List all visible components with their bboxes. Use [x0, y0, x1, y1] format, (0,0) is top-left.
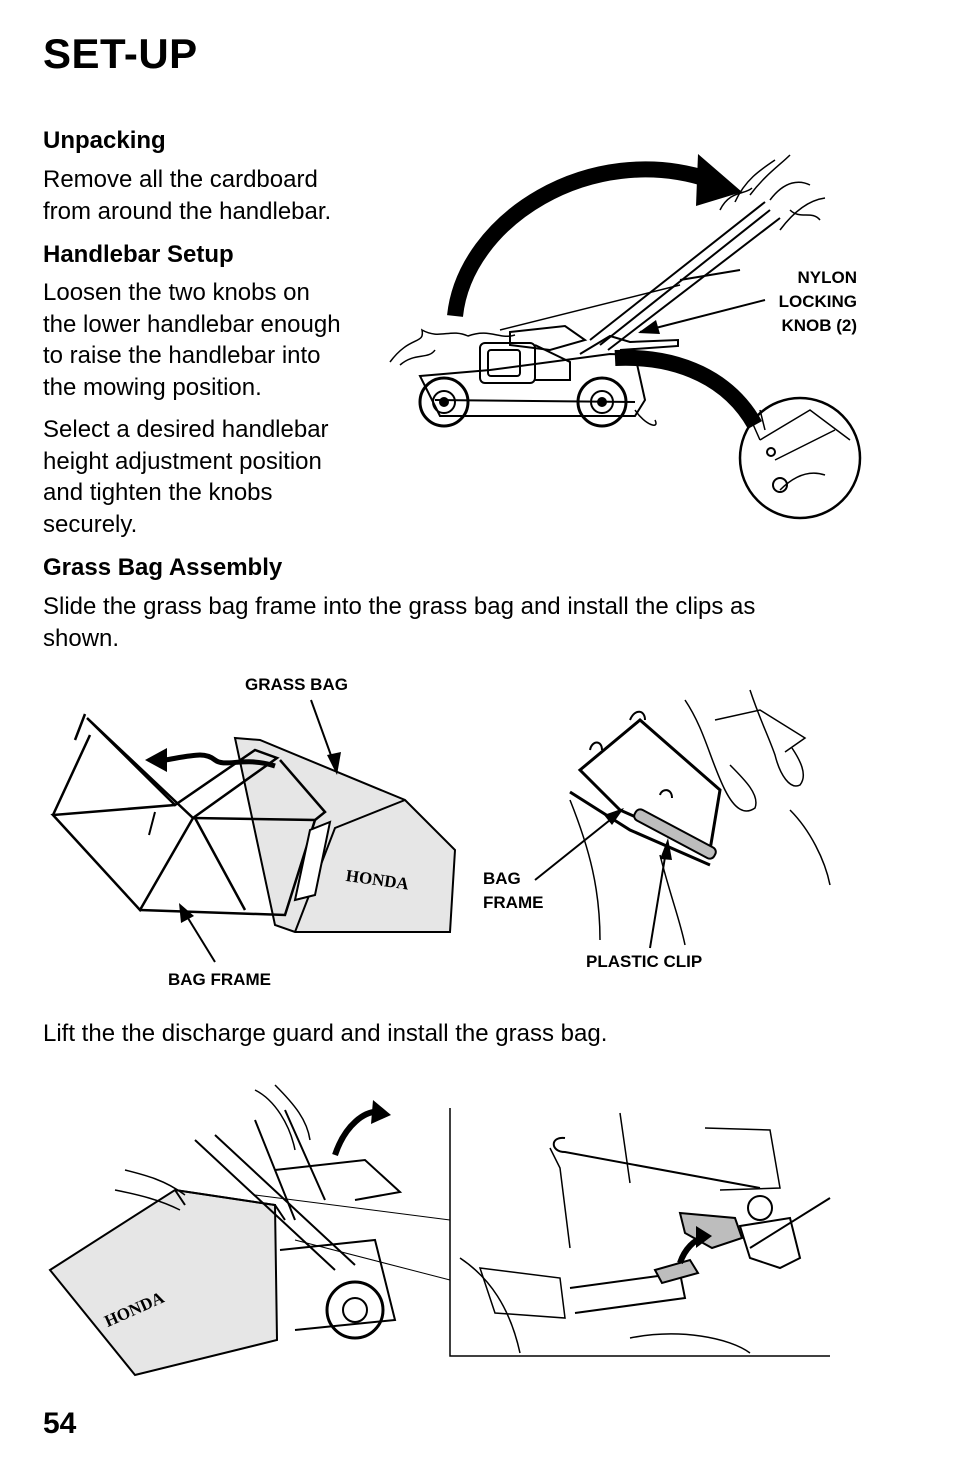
text-line: Loosen the two knobs on — [43, 279, 310, 306]
text-line: from around the handlebar. — [43, 197, 332, 225]
label-line: BAG — [483, 869, 521, 888]
handlebar-text-2: Select a desired handlebar height adjust… — [43, 414, 329, 540]
text-line: height adjustment position — [43, 447, 322, 475]
text-line: Remove all the cardboard — [43, 166, 318, 193]
bag-frame-label: BAG FRAME — [168, 970, 271, 989]
bag-frame-illustration: HONDA — [50, 699, 457, 963]
text-line: to raise the handlebar into — [43, 342, 321, 369]
grass-bag-label: GRASS BAG — [245, 675, 348, 694]
install-text: Lift the the discharge guard and install… — [43, 1020, 608, 1047]
page-number: 54 — [43, 1407, 77, 1440]
text-line: Slide the grass bag frame into the grass… — [43, 593, 756, 620]
label-line: LOCKING — [778, 292, 857, 311]
handlebar-text-1: Loosen the two knobs on the lower handle… — [43, 277, 341, 403]
plastic-clip-label: PLASTIC CLIP — [586, 952, 703, 971]
page-title: SET-UP — [43, 30, 198, 77]
handlebar-heading: Handlebar Setup — [43, 241, 234, 268]
label-line: FRAME — [483, 893, 544, 912]
unpacking-heading: Unpacking — [43, 127, 166, 154]
unpacking-text: Remove all the cardboard from around the… — [43, 164, 331, 227]
text-line: the mowing position. — [43, 373, 262, 401]
clip-install-illustration — [534, 689, 831, 949]
label-line: KNOB (2) — [781, 316, 857, 335]
install-detail-illustration — [449, 1108, 831, 1357]
nylon-knob-label: NYLON LOCKING KNOB (2) — [760, 266, 857, 338]
grass-bag-heading: Grass Bag Assembly — [43, 554, 283, 581]
handlebar-illustration — [389, 154, 862, 520]
install-bag-illustration: HONDA — [48, 1084, 451, 1377]
text-line: shown. — [43, 624, 120, 652]
text-line: securely. — [43, 510, 138, 538]
bag-frame-label-2: BAG FRAME — [483, 867, 543, 915]
label-line: NYLON — [797, 268, 858, 287]
grass-bag-text: Slide the grass bag frame into the grass… — [43, 591, 755, 654]
text-line: Select a desired handlebar — [43, 416, 329, 443]
text-line: and tighten the knobs — [43, 479, 273, 506]
text-line: the lower handlebar enough — [43, 310, 341, 338]
